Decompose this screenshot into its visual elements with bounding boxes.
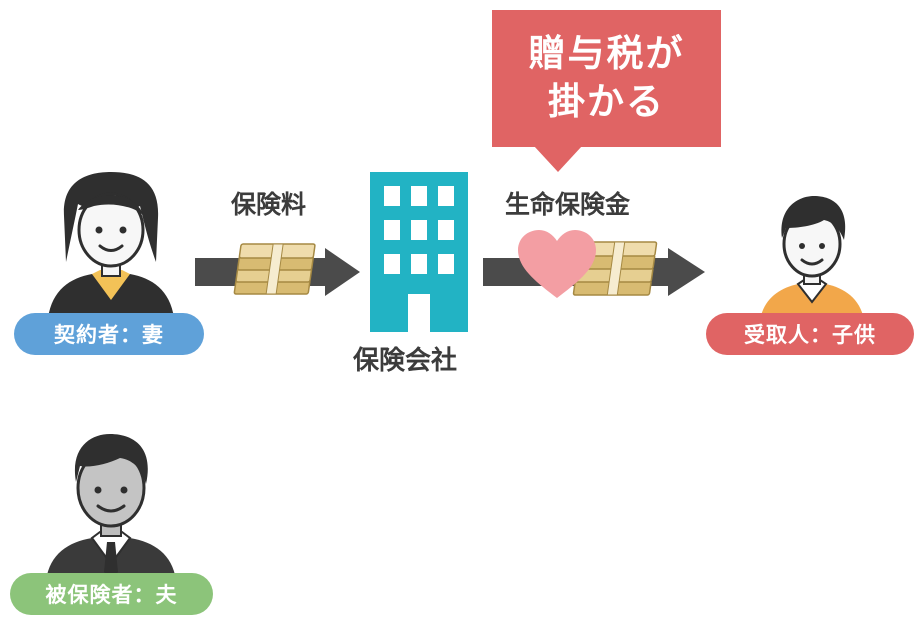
- money-stack-premium-icon: [233, 243, 316, 295]
- woman-avatar-icon: [48, 172, 174, 318]
- money-stack-benefit-icon: [572, 241, 658, 296]
- callout-tail: [534, 146, 582, 172]
- insurer-label: 保険会社: [353, 346, 458, 376]
- callout-text: 贈与税が 掛かる: [492, 30, 721, 126]
- insured-pill: 被保険者：夫: [10, 573, 213, 615]
- man-orange-shirt-avatar-icon: [760, 196, 864, 320]
- contractor-pill: 契約者：妻: [14, 313, 204, 355]
- benefit-label: 生命保険金: [505, 190, 631, 219]
- callout-line-2: 掛かる: [548, 80, 665, 123]
- premium-label: 保険料: [231, 190, 307, 219]
- recipient-pill: 受取人：子供: [706, 313, 914, 355]
- gift-tax-callout: [492, 10, 721, 147]
- man-gray-avatar-icon: [46, 434, 176, 580]
- callout-line-1: 贈与税が: [528, 32, 685, 75]
- office-building-icon: [370, 172, 468, 332]
- heart-icon: [518, 230, 596, 298]
